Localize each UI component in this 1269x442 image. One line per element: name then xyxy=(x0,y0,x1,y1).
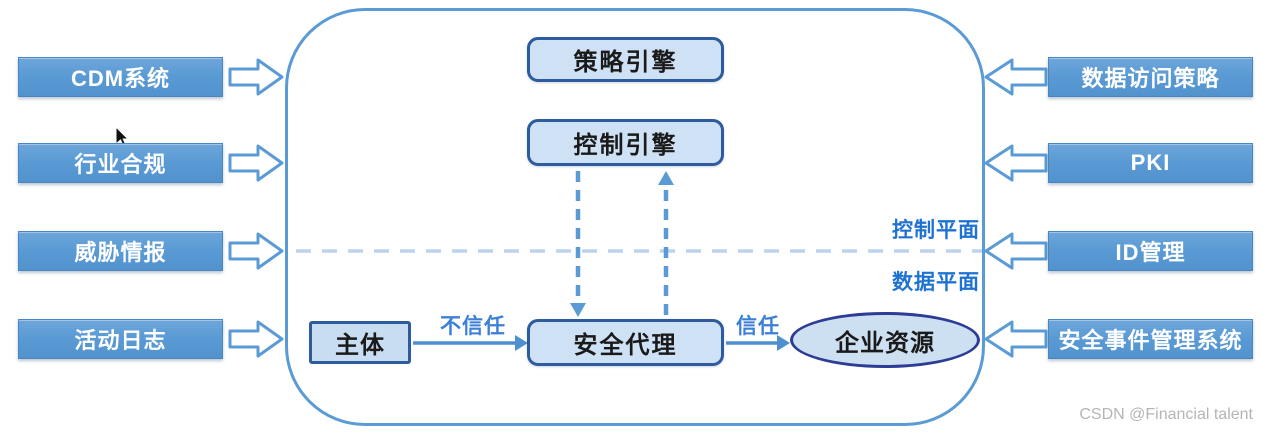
input-arrow-left-icon xyxy=(984,144,1048,182)
input-box-pki: PKI xyxy=(1048,143,1253,183)
input-box-cdm-system: CDM系统 xyxy=(18,57,223,97)
input-arrow-left-icon xyxy=(984,320,1048,358)
input-box-security-event-mgmt: 安全事件管理系统 xyxy=(1048,319,1253,359)
watermark-text: CSDN @Financial talent xyxy=(1079,406,1253,423)
trust-edge-label: 信任 xyxy=(736,315,780,338)
control-to-proxy-dashed-arrow xyxy=(570,171,586,317)
policy-engine-node: 策略引擎 xyxy=(527,37,724,82)
input-arrow-right-icon xyxy=(228,58,284,96)
enterprise-resource-node: 企业资源 xyxy=(790,312,980,368)
data-plane-label: 数据平面 xyxy=(892,271,980,294)
input-arrow-left-icon xyxy=(984,232,1048,270)
control-engine-node: 控制引擎 xyxy=(527,119,724,166)
security-proxy-node: 安全代理 xyxy=(527,319,724,366)
subject-to-proxy-arrow xyxy=(413,335,528,351)
input-box-id-management: ID管理 xyxy=(1048,231,1253,271)
input-box-activity-log: 活动日志 xyxy=(18,319,223,359)
input-box-data-access-policy: 数据访问策略 xyxy=(1048,57,1253,97)
subject-node: 主体 xyxy=(309,321,411,364)
input-arrow-right-icon xyxy=(228,144,284,182)
trust-zone-container xyxy=(285,8,985,426)
control-plane-label: 控制平面 xyxy=(892,219,980,242)
input-arrow-right-icon xyxy=(228,232,284,270)
input-box-industry-compliance: 行业合规 xyxy=(18,143,223,183)
proxy-to-control-dashed-arrow xyxy=(658,171,674,315)
untrust-edge-label: 不信任 xyxy=(440,315,506,338)
input-box-threat-intelligence: 威胁情报 xyxy=(18,231,223,271)
input-arrow-right-icon xyxy=(228,320,284,358)
proxy-to-resource-arrow xyxy=(726,335,790,351)
input-arrow-left-icon xyxy=(984,58,1048,96)
